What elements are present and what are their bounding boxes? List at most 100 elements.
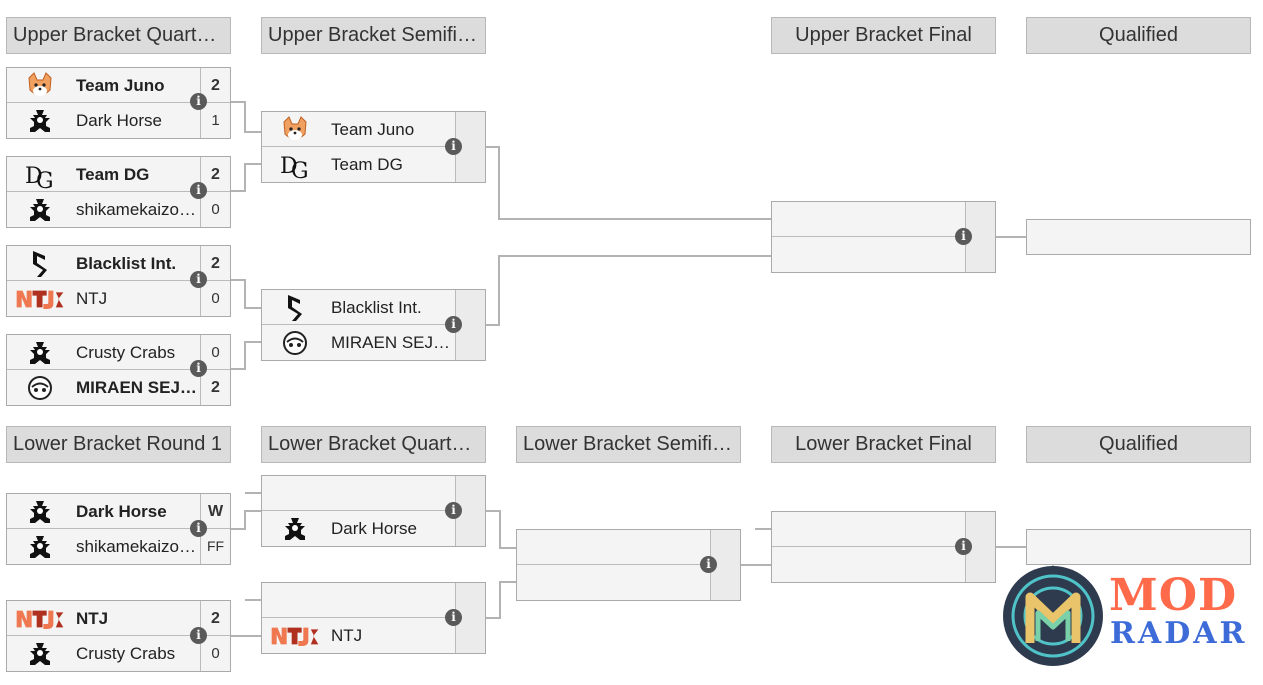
team-score: [965, 547, 995, 582]
team-score: 2: [200, 601, 230, 636]
team-name: NTJ: [331, 626, 363, 645]
team-score: [965, 202, 995, 237]
team-row[interactable]: MIRAEN SEJO… 2: [7, 370, 230, 405]
team-name: shikamekaizo…: [76, 537, 196, 556]
team-score: 1: [200, 103, 230, 138]
default-team-logo-icon: [270, 515, 320, 542]
info-icon[interactable]: i: [190, 271, 207, 288]
team-name: Team DG: [76, 165, 150, 184]
team-score: 0: [200, 192, 230, 227]
header-lower-semifinals: Lower Bracket Semifi…: [516, 426, 741, 463]
svg-text:D: D: [25, 164, 43, 189]
team-name: [331, 476, 453, 511]
header-lower-final: Lower Bracket Final: [771, 426, 996, 463]
team-score: 2: [200, 157, 230, 192]
info-icon[interactable]: i: [955, 538, 972, 555]
match-lower-qf-2[interactable]: NTJ: [261, 582, 486, 654]
team-name: Crusty Crabs: [76, 644, 176, 663]
team-name: Team DG: [331, 155, 403, 174]
team-row[interactable]: NTJ 0: [7, 281, 230, 316]
team-score: 2: [200, 68, 230, 103]
miraen-sejong-logo-icon: [270, 329, 320, 356]
header-lower-quarterfinals: Lower Bracket Quart…: [261, 426, 486, 463]
team-name: Blacklist Int.: [331, 298, 422, 317]
team-score: [455, 325, 485, 360]
svg-text:G: G: [291, 159, 309, 179]
match-lower-sf[interactable]: [516, 529, 741, 601]
team-name: Blacklist Int.: [76, 254, 177, 273]
info-icon[interactable]: i: [955, 228, 972, 245]
header-upper-qualified: Qualified: [1026, 17, 1251, 54]
info-icon[interactable]: i: [700, 556, 717, 573]
header-upper-final: Upper Bracket Final: [771, 17, 996, 54]
team-name: Team Juno: [331, 120, 415, 139]
default-team-logo-icon: [15, 196, 65, 223]
team-name: Crusty Crabs: [76, 343, 176, 362]
modradar-badge-icon: [1000, 563, 1106, 669]
info-icon[interactable]: i: [445, 609, 462, 626]
team-name: Dark Horse: [76, 502, 167, 521]
team-score: 2: [200, 246, 230, 281]
team-score: 0: [200, 636, 230, 671]
team-row[interactable]: Crusty Crabs 0: [7, 636, 230, 671]
team-row[interactable]: Dark Horse 1: [7, 103, 230, 138]
team-juno-logo-icon: [270, 115, 320, 143]
qualified-slot-upper[interactable]: [1026, 219, 1251, 255]
info-icon[interactable]: i: [190, 93, 207, 110]
watermark-line2: RADAR: [1110, 616, 1248, 651]
header-upper-semifinals: Upper Bracket Semifi…: [261, 17, 486, 54]
match-lower-r1-2[interactable]: NTJ 2 Crusty Crabs 0: [6, 600, 231, 672]
default-team-logo-icon: [15, 107, 65, 134]
team-juno-logo-icon: [15, 71, 65, 99]
team-score: [710, 565, 740, 600]
info-icon[interactable]: i: [190, 360, 207, 377]
ntj-logo-icon: [270, 622, 320, 649]
team-name: NTJ: [76, 289, 108, 308]
team-score: [455, 618, 485, 653]
team-row[interactable]: Dark Horse: [262, 511, 485, 546]
team-name: MIRAEN SEJO…: [76, 378, 198, 397]
match-upper-qf-3[interactable]: Blacklist Int. 2 NTJ 0: [6, 245, 231, 317]
ntj-logo-icon: [15, 285, 65, 312]
info-icon[interactable]: i: [190, 520, 207, 537]
team-score: 0: [200, 335, 230, 370]
team-score: 0: [200, 281, 230, 316]
team-row[interactable]: NTJ: [262, 618, 485, 653]
ntj-logo-icon: [15, 605, 65, 632]
info-icon[interactable]: i: [190, 627, 207, 644]
default-team-logo-icon: [15, 498, 65, 525]
team-score: [455, 147, 485, 182]
watermark-line1: MOD: [1109, 570, 1238, 621]
info-icon[interactable]: i: [445, 138, 462, 155]
team-score: FF: [200, 529, 230, 564]
svg-text:D: D: [280, 154, 298, 179]
team-name: MIRAEN SEJO…: [331, 333, 453, 352]
qualified-slot-lower[interactable]: [1026, 529, 1251, 565]
info-icon[interactable]: i: [445, 316, 462, 333]
blacklist-logo-icon: [270, 294, 320, 321]
team-name: Dark Horse: [76, 111, 162, 130]
miraen-sejong-logo-icon: [15, 374, 65, 401]
team-name: NTJ: [76, 609, 109, 628]
team-name: [331, 583, 453, 618]
team-row[interactable]: shikamekaizo… 0: [7, 192, 230, 227]
default-team-logo-icon: [15, 339, 65, 366]
team-name: shikamekaizo…: [76, 200, 196, 219]
header-lower-qualified: Qualified: [1026, 426, 1251, 463]
info-icon[interactable]: i: [445, 502, 462, 519]
team-score: [965, 237, 995, 272]
blacklist-logo-icon: [15, 250, 65, 277]
match-lower-qf-1[interactable]: Dark Horse: [261, 475, 486, 547]
info-icon[interactable]: i: [190, 182, 207, 199]
default-team-logo-icon: [15, 533, 65, 560]
header-upper-quarterfinals: Upper Bracket Quart…: [6, 17, 231, 54]
team-score: [455, 511, 485, 546]
team-row[interactable]: [517, 530, 740, 565]
team-score: W: [200, 494, 230, 529]
svg-text:G: G: [36, 169, 54, 189]
team-score: 2: [200, 370, 230, 405]
default-team-logo-icon: [15, 640, 65, 667]
